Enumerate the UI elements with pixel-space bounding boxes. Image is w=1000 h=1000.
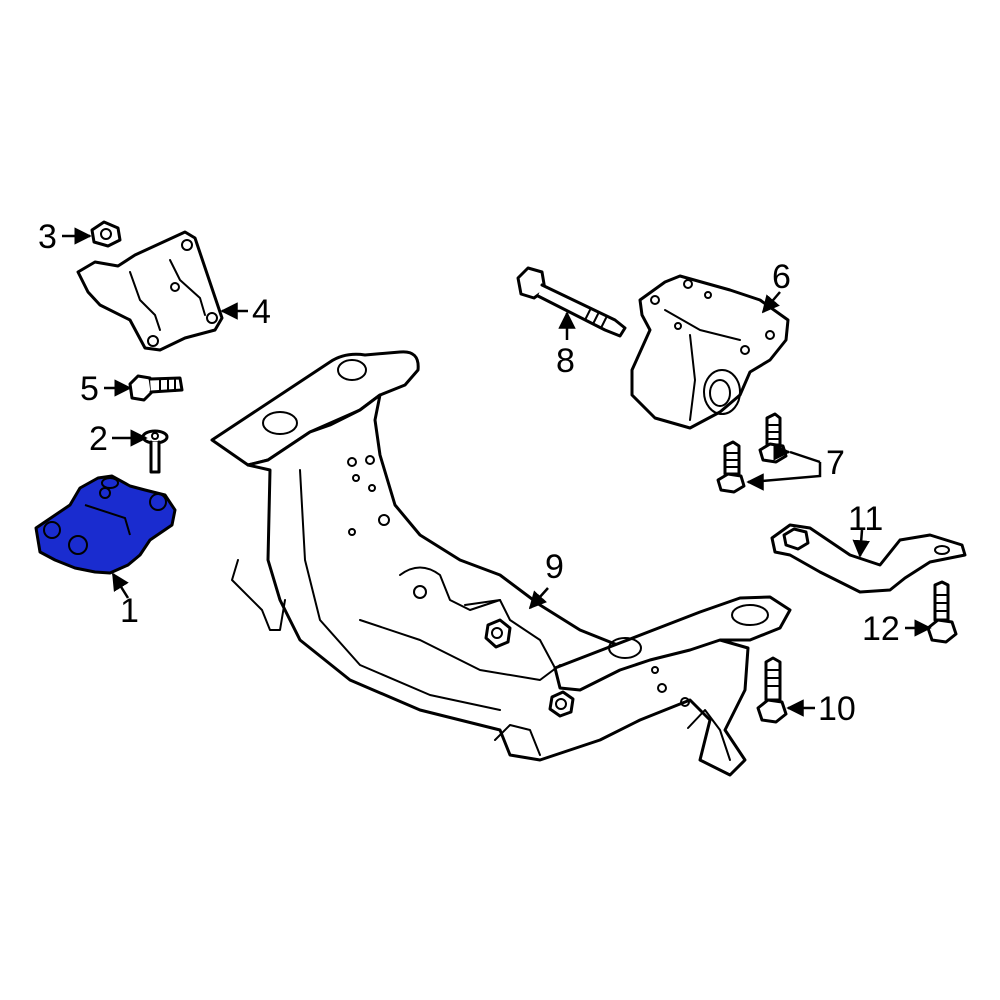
crossmember-part[interactable] xyxy=(210,350,792,777)
callout-3: 3 xyxy=(38,218,57,256)
nut-part-3[interactable] xyxy=(90,220,122,248)
callout-4: 4 xyxy=(252,293,271,331)
callout-9: 9 xyxy=(545,548,564,586)
callout-8: 8 xyxy=(556,342,575,380)
callout-labels: 1 2 3 4 5 6 7 8 9 10 11 12 xyxy=(38,218,900,728)
leader-lines xyxy=(62,227,932,717)
leader-11 xyxy=(852,529,870,558)
bolt-part-7-lower[interactable] xyxy=(716,440,746,494)
bolt-part-12[interactable] xyxy=(926,580,958,644)
callout-12: 12 xyxy=(862,610,900,648)
bolt-part-2[interactable] xyxy=(141,429,169,474)
transmission-mount-part-6[interactable] xyxy=(630,274,790,430)
engine-mount-part[interactable] xyxy=(34,474,177,575)
callout-10: 10 xyxy=(818,690,856,728)
bolt-part-8[interactable] xyxy=(516,266,627,338)
callout-5: 5 xyxy=(80,370,99,408)
callout-6: 6 xyxy=(772,258,791,296)
bolt-part-5[interactable] xyxy=(128,374,184,402)
leader-7 xyxy=(749,450,822,484)
bracket-part-11[interactable] xyxy=(770,523,967,594)
bolt-part-10[interactable] xyxy=(756,656,788,724)
bolt-part-7-upper[interactable] xyxy=(758,412,788,464)
leader-6 xyxy=(761,291,781,314)
callout-1: 1 xyxy=(120,592,139,630)
leader-9 xyxy=(528,587,549,610)
callout-11: 11 xyxy=(848,500,883,538)
bracket-part-4[interactable] xyxy=(76,230,224,352)
callout-2: 2 xyxy=(89,420,108,458)
callout-7: 7 xyxy=(826,444,845,482)
leader-1 xyxy=(111,572,130,599)
